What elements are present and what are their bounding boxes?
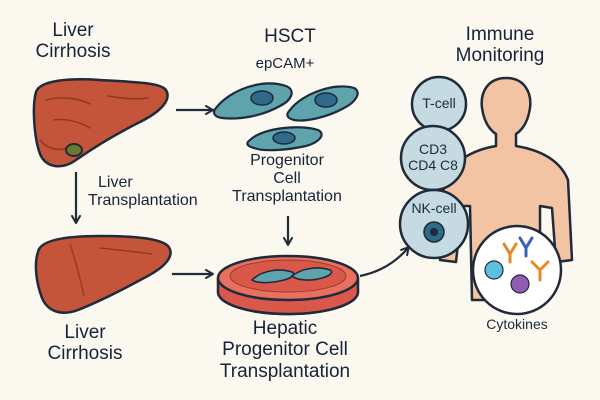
label-liver-transplantation: Liver Transplantation (88, 174, 198, 209)
label-liver-cirrhosis-top: Liver Cirrhosis (35, 20, 111, 63)
label-immune-monitoring: Immune Monitoring (455, 24, 545, 67)
label-progenitor-cell-transplantation: Progenitor Cell Transplantation (232, 152, 342, 205)
petri-dish-icon (216, 254, 360, 316)
label-epcam: epCAM+ (255, 55, 315, 72)
label-t-cell: T-cell (422, 95, 456, 111)
stem-cell-icon (246, 126, 323, 152)
label-nk-cell: NK-cell (411, 200, 457, 216)
arrow-icon (359, 246, 410, 278)
label-hsct: HSCT (264, 26, 316, 47)
stem-cell-icon (286, 85, 359, 122)
cytokines-icon (471, 224, 563, 316)
liver-icon (32, 78, 169, 168)
label-cytokines: Cytokines (486, 316, 548, 332)
liver-icon (34, 234, 172, 314)
stem-cell-icon (212, 82, 293, 120)
label-liver-cirrhosis-bottom: Liver Cirrhosis (47, 322, 123, 365)
label-cd-markers: CD3 CD4 C8 (408, 141, 458, 174)
nk-cell-icon (398, 188, 470, 260)
label-hepatic-progenitor-cell-transplantation: Hepatic Progenitor Cell Transplantation (219, 318, 351, 382)
